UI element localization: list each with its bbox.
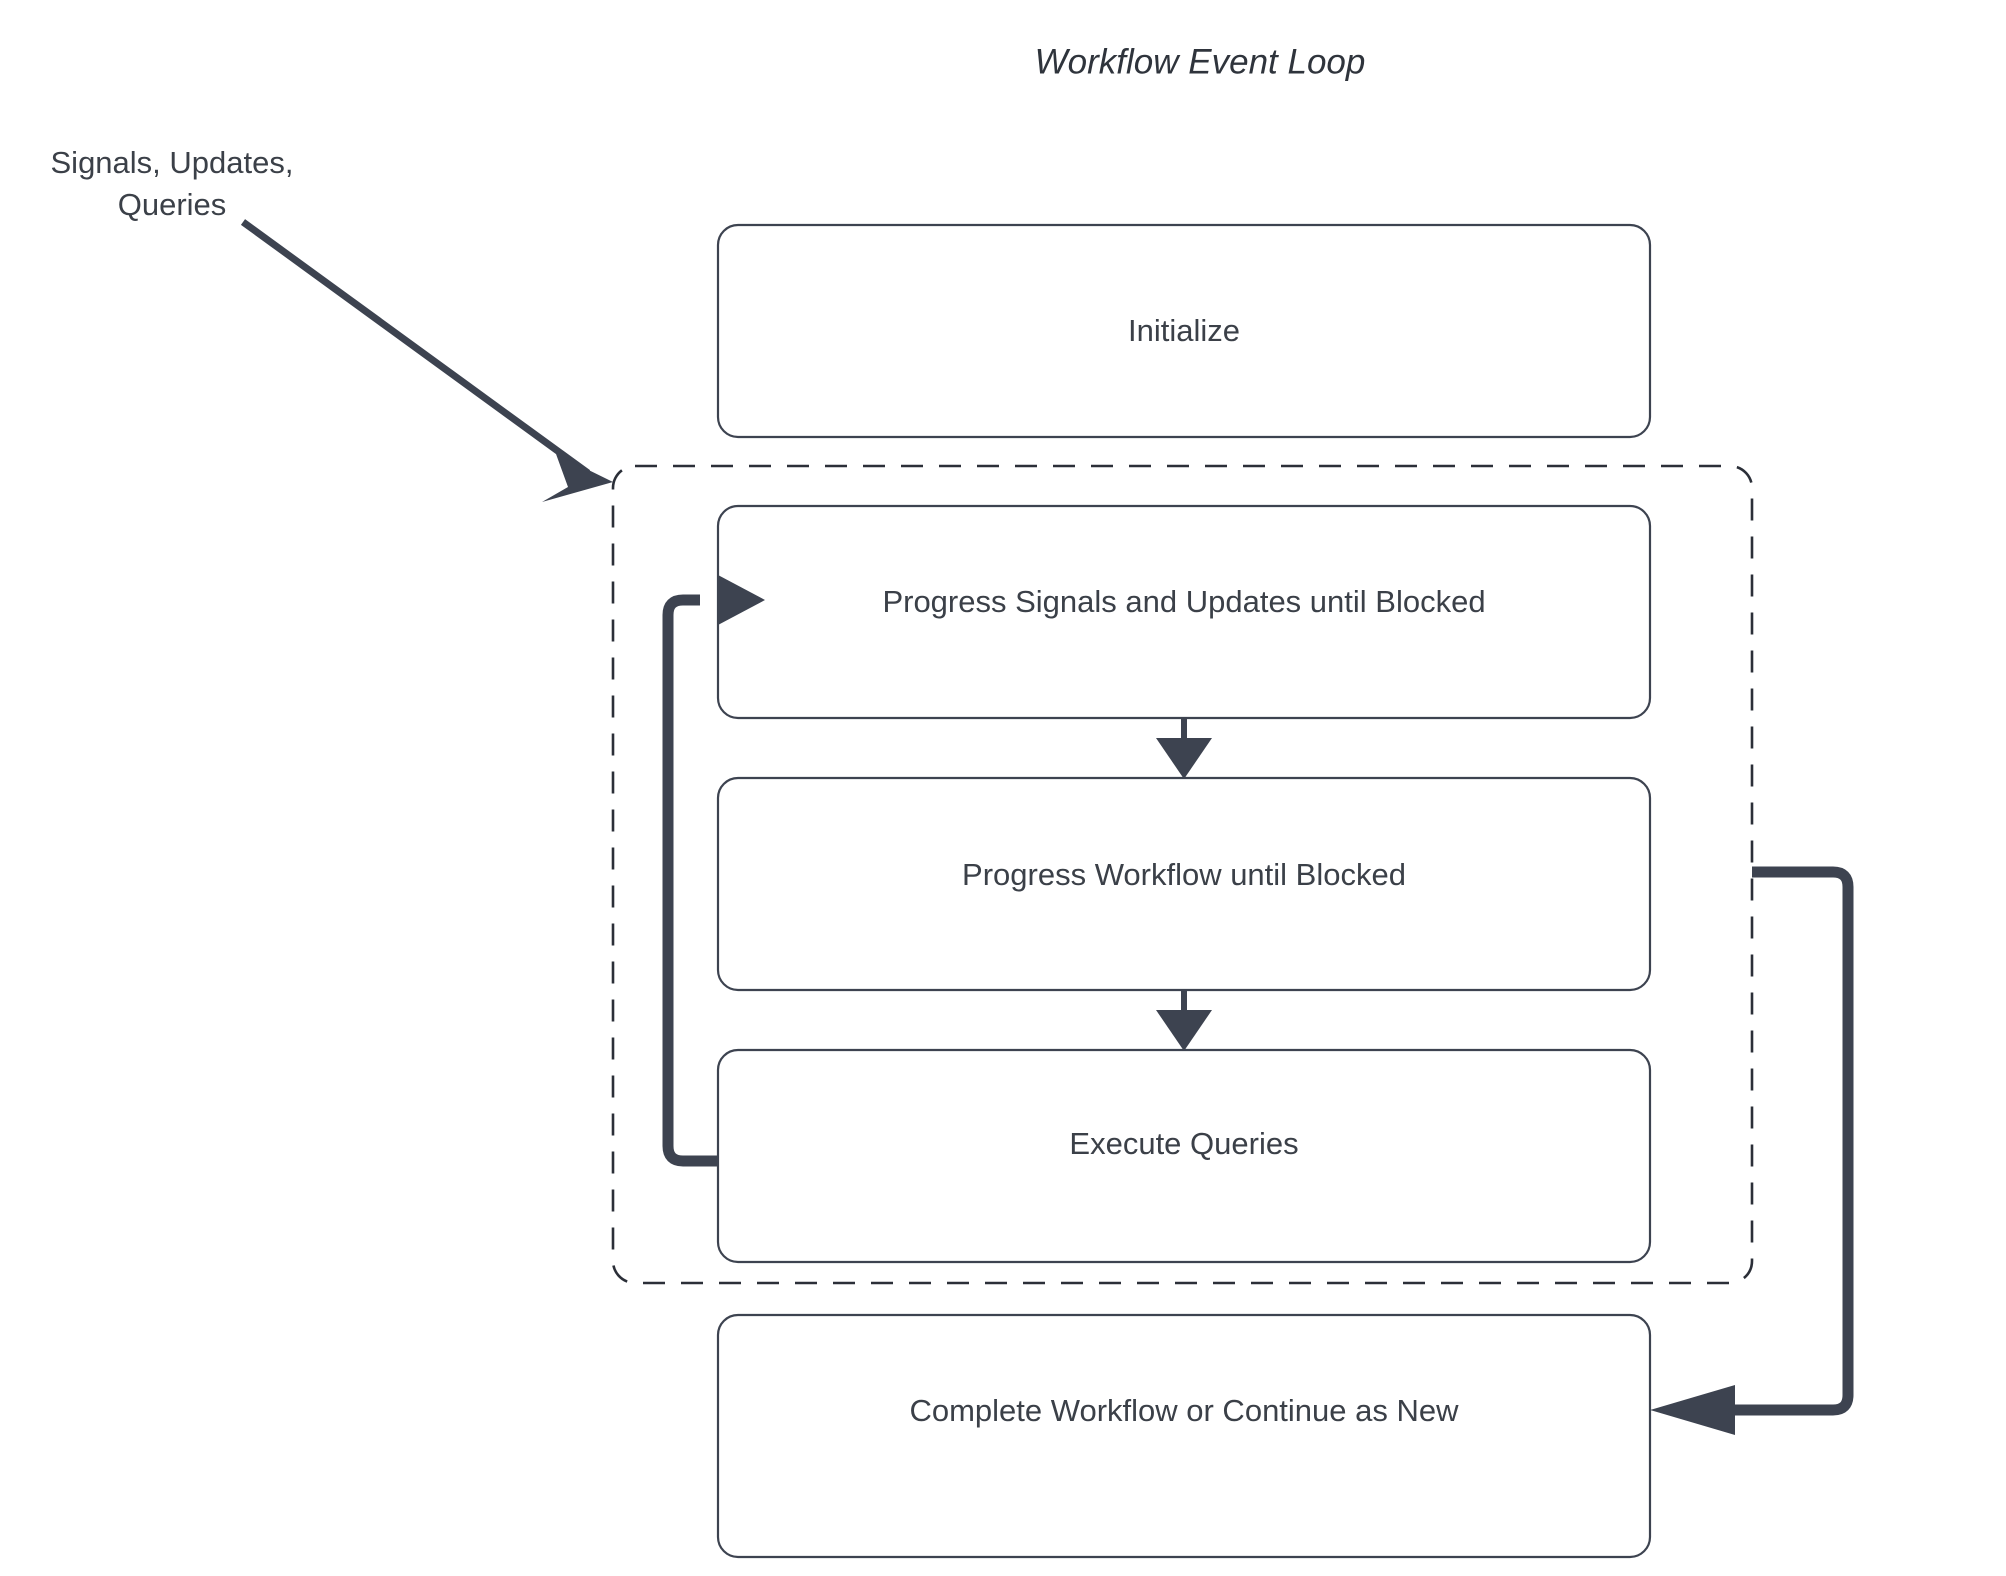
- node-initialize[interactable]: [716, 223, 1652, 439]
- node-progress-workflow-label: Progress Workflow until Blocked: [962, 857, 1406, 892]
- node-complete-workflow[interactable]: [716, 1313, 1652, 1559]
- down-arrow-icon-1: [1156, 738, 1212, 779]
- event-loop-boundary: [611, 464, 1754, 1285]
- loop-back-arrow-path: [662, 594, 718, 1167]
- external-input-label-line2: Queries: [118, 187, 227, 222]
- continue-arrow-icon: [1650, 1385, 1735, 1435]
- diagonal-arrow-icon: [542, 454, 613, 502]
- loop-back-arrow-icon: [718, 575, 765, 625]
- node-initialize-label: Initialize: [1128, 313, 1240, 348]
- page-title: Workflow Event Loop: [1035, 42, 1366, 81]
- node-progress-signals-label: Progress Signals and Updates until Block…: [882, 584, 1485, 619]
- node-execute-queries-label: Execute Queries: [1069, 1126, 1298, 1161]
- continue-arrow-path: [1735, 866, 1854, 1416]
- incoming-signal-arrow-shaft: [240, 219, 591, 476]
- down-arrow-icon-2: [1156, 1010, 1212, 1051]
- external-input-label-line1: Signals, Updates,: [51, 145, 294, 180]
- node-complete-workflow-label: Complete Workflow or Continue as New: [909, 1393, 1459, 1428]
